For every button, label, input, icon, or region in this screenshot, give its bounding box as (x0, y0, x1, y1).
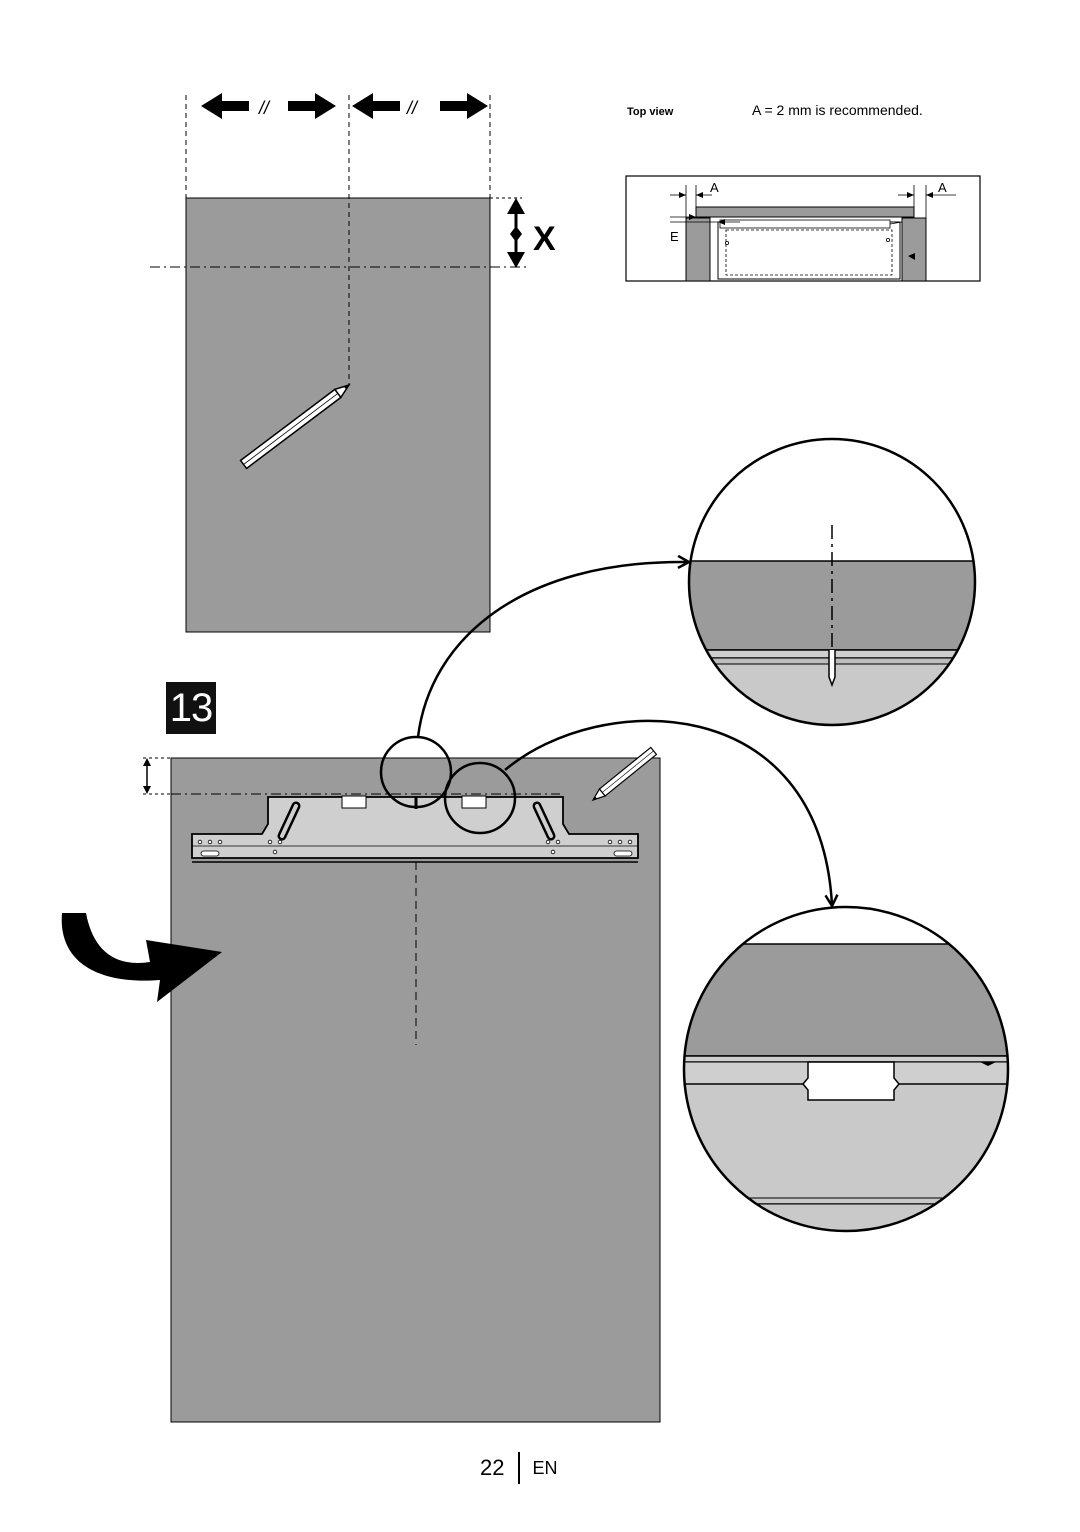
parallel-mark-left: // (257, 98, 271, 118)
lower-height-dimension (143, 757, 171, 795)
mounting-bracket (191, 795, 639, 863)
dimension-x-label: X (533, 220, 556, 258)
top-view-note: A = 2 mm is recommended. (752, 102, 923, 118)
top-view-label-a-right: A (938, 180, 947, 195)
upper-door-panel (185, 197, 491, 633)
detail-circle-notch (379, 735, 453, 809)
detail-view-notch (687, 437, 977, 727)
double-arrow-right (352, 93, 488, 119)
top-view-label-a-left: A (710, 180, 719, 195)
page-number: 22 (480, 1455, 505, 1480)
vertical-guide-lines (185, 95, 491, 385)
pencil-icon (239, 383, 351, 470)
detail-circle-clip (443, 761, 517, 835)
rotate-arrow-icon (61, 913, 222, 1002)
top-view-label-e: E (670, 229, 679, 244)
pencil-icon-lower (591, 746, 658, 802)
parallel-mark-right: // (405, 98, 419, 118)
x-dimension-arrow (507, 198, 525, 268)
step-number: 13 (166, 682, 216, 734)
footer-separator (518, 1452, 521, 1484)
top-view-drawing (625, 175, 981, 282)
callout-arrow-clip (504, 719, 832, 905)
language-code: EN (532, 1457, 558, 1478)
callout-arrow-notch (416, 562, 688, 738)
detail-view-clip (682, 905, 1010, 1233)
page-footer: 22 EN (480, 1452, 558, 1484)
top-view-title: Top view (627, 106, 674, 118)
double-arrow-left (201, 93, 336, 119)
